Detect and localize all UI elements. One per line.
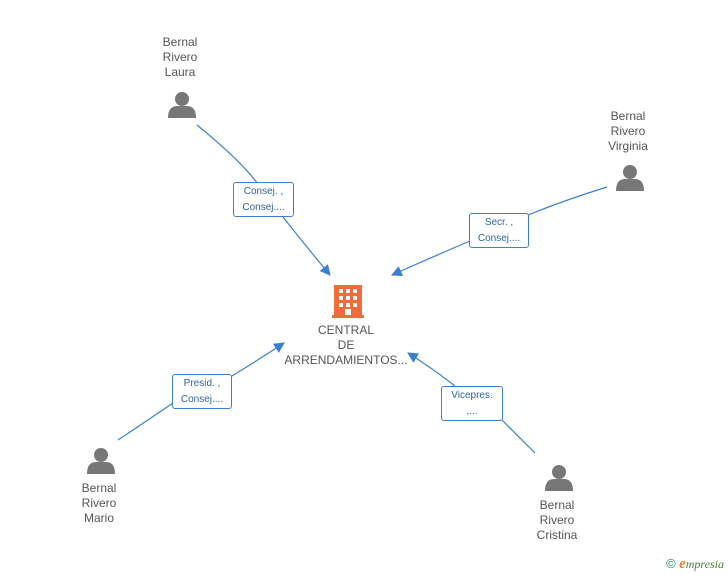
relation-box-virginia[interactable]: Secr. , Consej.... <box>469 213 529 248</box>
person-label-mario[interactable]: Bernal Rivero Mario <box>39 481 159 526</box>
name-line: Bernal <box>539 498 575 512</box>
name-line: Bernal <box>610 109 646 123</box>
edge-laura <box>196 124 331 276</box>
relation-box-laura[interactable]: Consej. , Consej.... <box>233 182 294 217</box>
name-line: Virginia <box>608 139 648 153</box>
name-line: Rivero <box>162 50 198 64</box>
name-line: Mario <box>83 511 114 525</box>
name-line: Laura <box>164 65 196 79</box>
name-line: Rivero <box>539 513 575 527</box>
relation-role: Secr. , <box>484 217 514 228</box>
company-name-line: DE <box>337 338 355 352</box>
relation-box-cristina[interactable]: Vicepres. ,... <box>441 386 503 421</box>
company-name-line: CENTRAL <box>317 323 374 337</box>
company-label[interactable]: CENTRAL DE ARRENDAMIENTOS... <box>248 323 444 368</box>
relation-role: Consej.... <box>477 233 521 244</box>
person-icon[interactable] <box>616 165 644 191</box>
name-line: Rivero <box>610 124 646 138</box>
relation-role: Presid. , <box>183 378 221 389</box>
person-icon[interactable] <box>545 465 573 491</box>
person-label-virginia[interactable]: Bernal Rivero Virginia <box>568 109 688 154</box>
relation-box-mario[interactable]: Presid. , Consej.... <box>172 374 232 409</box>
footer-brand[interactable]: © empresia <box>666 556 724 573</box>
name-line: Cristina <box>536 528 578 542</box>
edge-cristina <box>407 352 536 454</box>
person-icon[interactable] <box>168 92 196 118</box>
person-icon[interactable] <box>87 448 115 474</box>
copyright-icon: © <box>666 556 676 571</box>
relation-role: Consej.... <box>180 394 224 405</box>
person-label-laura[interactable]: Bernal Rivero Laura <box>120 35 240 80</box>
company-name-line: ARRENDAMIENTOS... <box>284 353 408 367</box>
edge-virginia <box>391 186 608 276</box>
name-line: Bernal <box>162 35 198 49</box>
edge-mario <box>117 342 285 441</box>
relation-role: Consej. , <box>243 186 284 197</box>
relation-role: ,... <box>466 406 478 417</box>
relation-role: Vicepres. <box>451 390 493 401</box>
name-line: Rivero <box>81 496 117 510</box>
name-line: Bernal <box>81 481 117 495</box>
building-icon[interactable] <box>332 285 364 318</box>
person-label-cristina[interactable]: Bernal Rivero Cristina <box>497 498 617 543</box>
relation-role: Consej.... <box>242 202 285 213</box>
brand-logo: empresia <box>679 556 724 572</box>
